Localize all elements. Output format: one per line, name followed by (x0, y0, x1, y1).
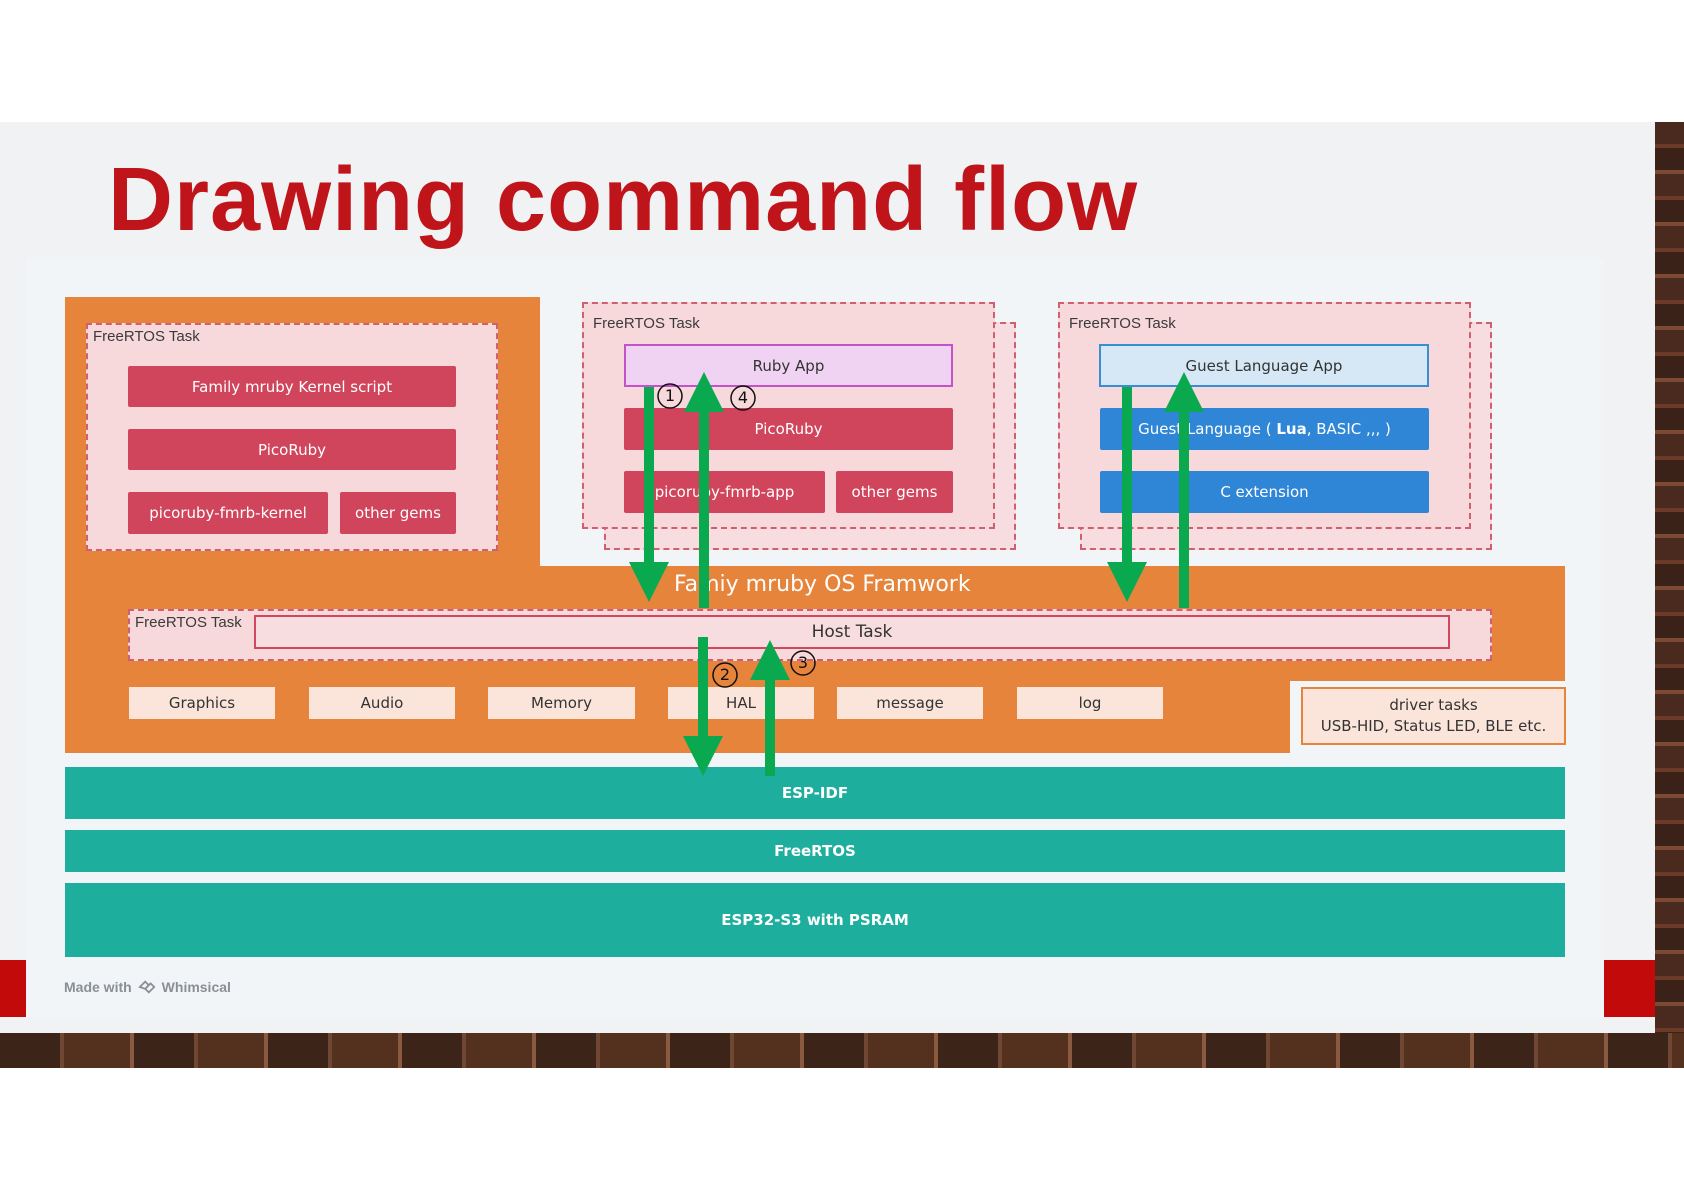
esp-idf-layer: ESP-IDF (65, 767, 1565, 819)
guest-language-box: Guest Language ( Lua, BASIC ,,, ) (1100, 408, 1429, 450)
brick-texture-right (1655, 122, 1684, 1068)
ruby-app-box: Ruby App (624, 344, 953, 387)
module-memory: Memory (488, 687, 635, 719)
made-with-text: Made with (64, 979, 132, 995)
ruby-task-label: FreeRTOS Task (593, 315, 700, 332)
kernel-script-box: Family mruby Kernel script (128, 366, 456, 407)
guest-task-label: FreeRTOS Task (1069, 315, 1176, 332)
ruby-picoruby-box: PicoRuby (624, 408, 953, 450)
guest-language-prefix: Guest Language ( (1138, 420, 1277, 438)
brick-texture-bottom (0, 1033, 1684, 1068)
kernel-task-label: FreeRTOS Task (93, 328, 200, 345)
module-hal: HAL (668, 687, 814, 719)
step-3-circle (790, 650, 816, 676)
host-task-box: Host Task (254, 615, 1450, 649)
kernel-picoruby-box: PicoRuby (128, 429, 456, 470)
app-gem-box: picoruby-fmrb-app (624, 471, 825, 513)
guest-app-box: Guest Language App (1099, 344, 1429, 387)
driver-tasks-box: driver tasks USB-HID, Status LED, BLE et… (1301, 687, 1566, 745)
step-2-circle (712, 662, 738, 688)
freertos-layer: FreeRTOS (65, 830, 1565, 872)
guest-language-suffix: , BASIC ,,, ) (1306, 420, 1391, 438)
step-1-circle (657, 383, 683, 409)
module-message: message (837, 687, 983, 719)
guest-language-lua: Lua (1276, 420, 1307, 438)
ruby-other-gems-box: other gems (836, 471, 953, 513)
chip-layer: ESP32-S3 with PSRAM (65, 883, 1565, 957)
step-2-label: 2 (720, 665, 730, 684)
step-4-label: 4 (738, 388, 748, 407)
step-1-label: 1 (665, 386, 675, 405)
framework-label: Famiy mruby OS Framwork (674, 572, 971, 597)
step-4-circle (730, 385, 756, 411)
slide-title: Drawing command flow (108, 150, 1139, 250)
whimsical-credit: Made with Whimsical (64, 976, 324, 998)
kernel-other-gems-box: other gems (340, 492, 456, 534)
red-accent-right (1604, 960, 1655, 1017)
c-extension-box: C extension (1100, 471, 1429, 513)
kernel-gem-box: picoruby-fmrb-kernel (128, 492, 328, 534)
whimsical-brand-text: Whimsical (161, 979, 231, 995)
driver-tasks-detail: USB-HID, Status LED, BLE etc. (1320, 717, 1547, 735)
module-graphics: Graphics (129, 687, 275, 719)
whimsical-logo-icon (137, 980, 156, 994)
module-audio: Audio (309, 687, 455, 719)
module-log: log (1017, 687, 1163, 719)
step-3-label: 3 (798, 653, 808, 672)
red-accent-left (0, 960, 26, 1017)
driver-tasks-title: driver tasks (1389, 696, 1478, 714)
host-task-label: FreeRTOS Task (135, 614, 242, 631)
